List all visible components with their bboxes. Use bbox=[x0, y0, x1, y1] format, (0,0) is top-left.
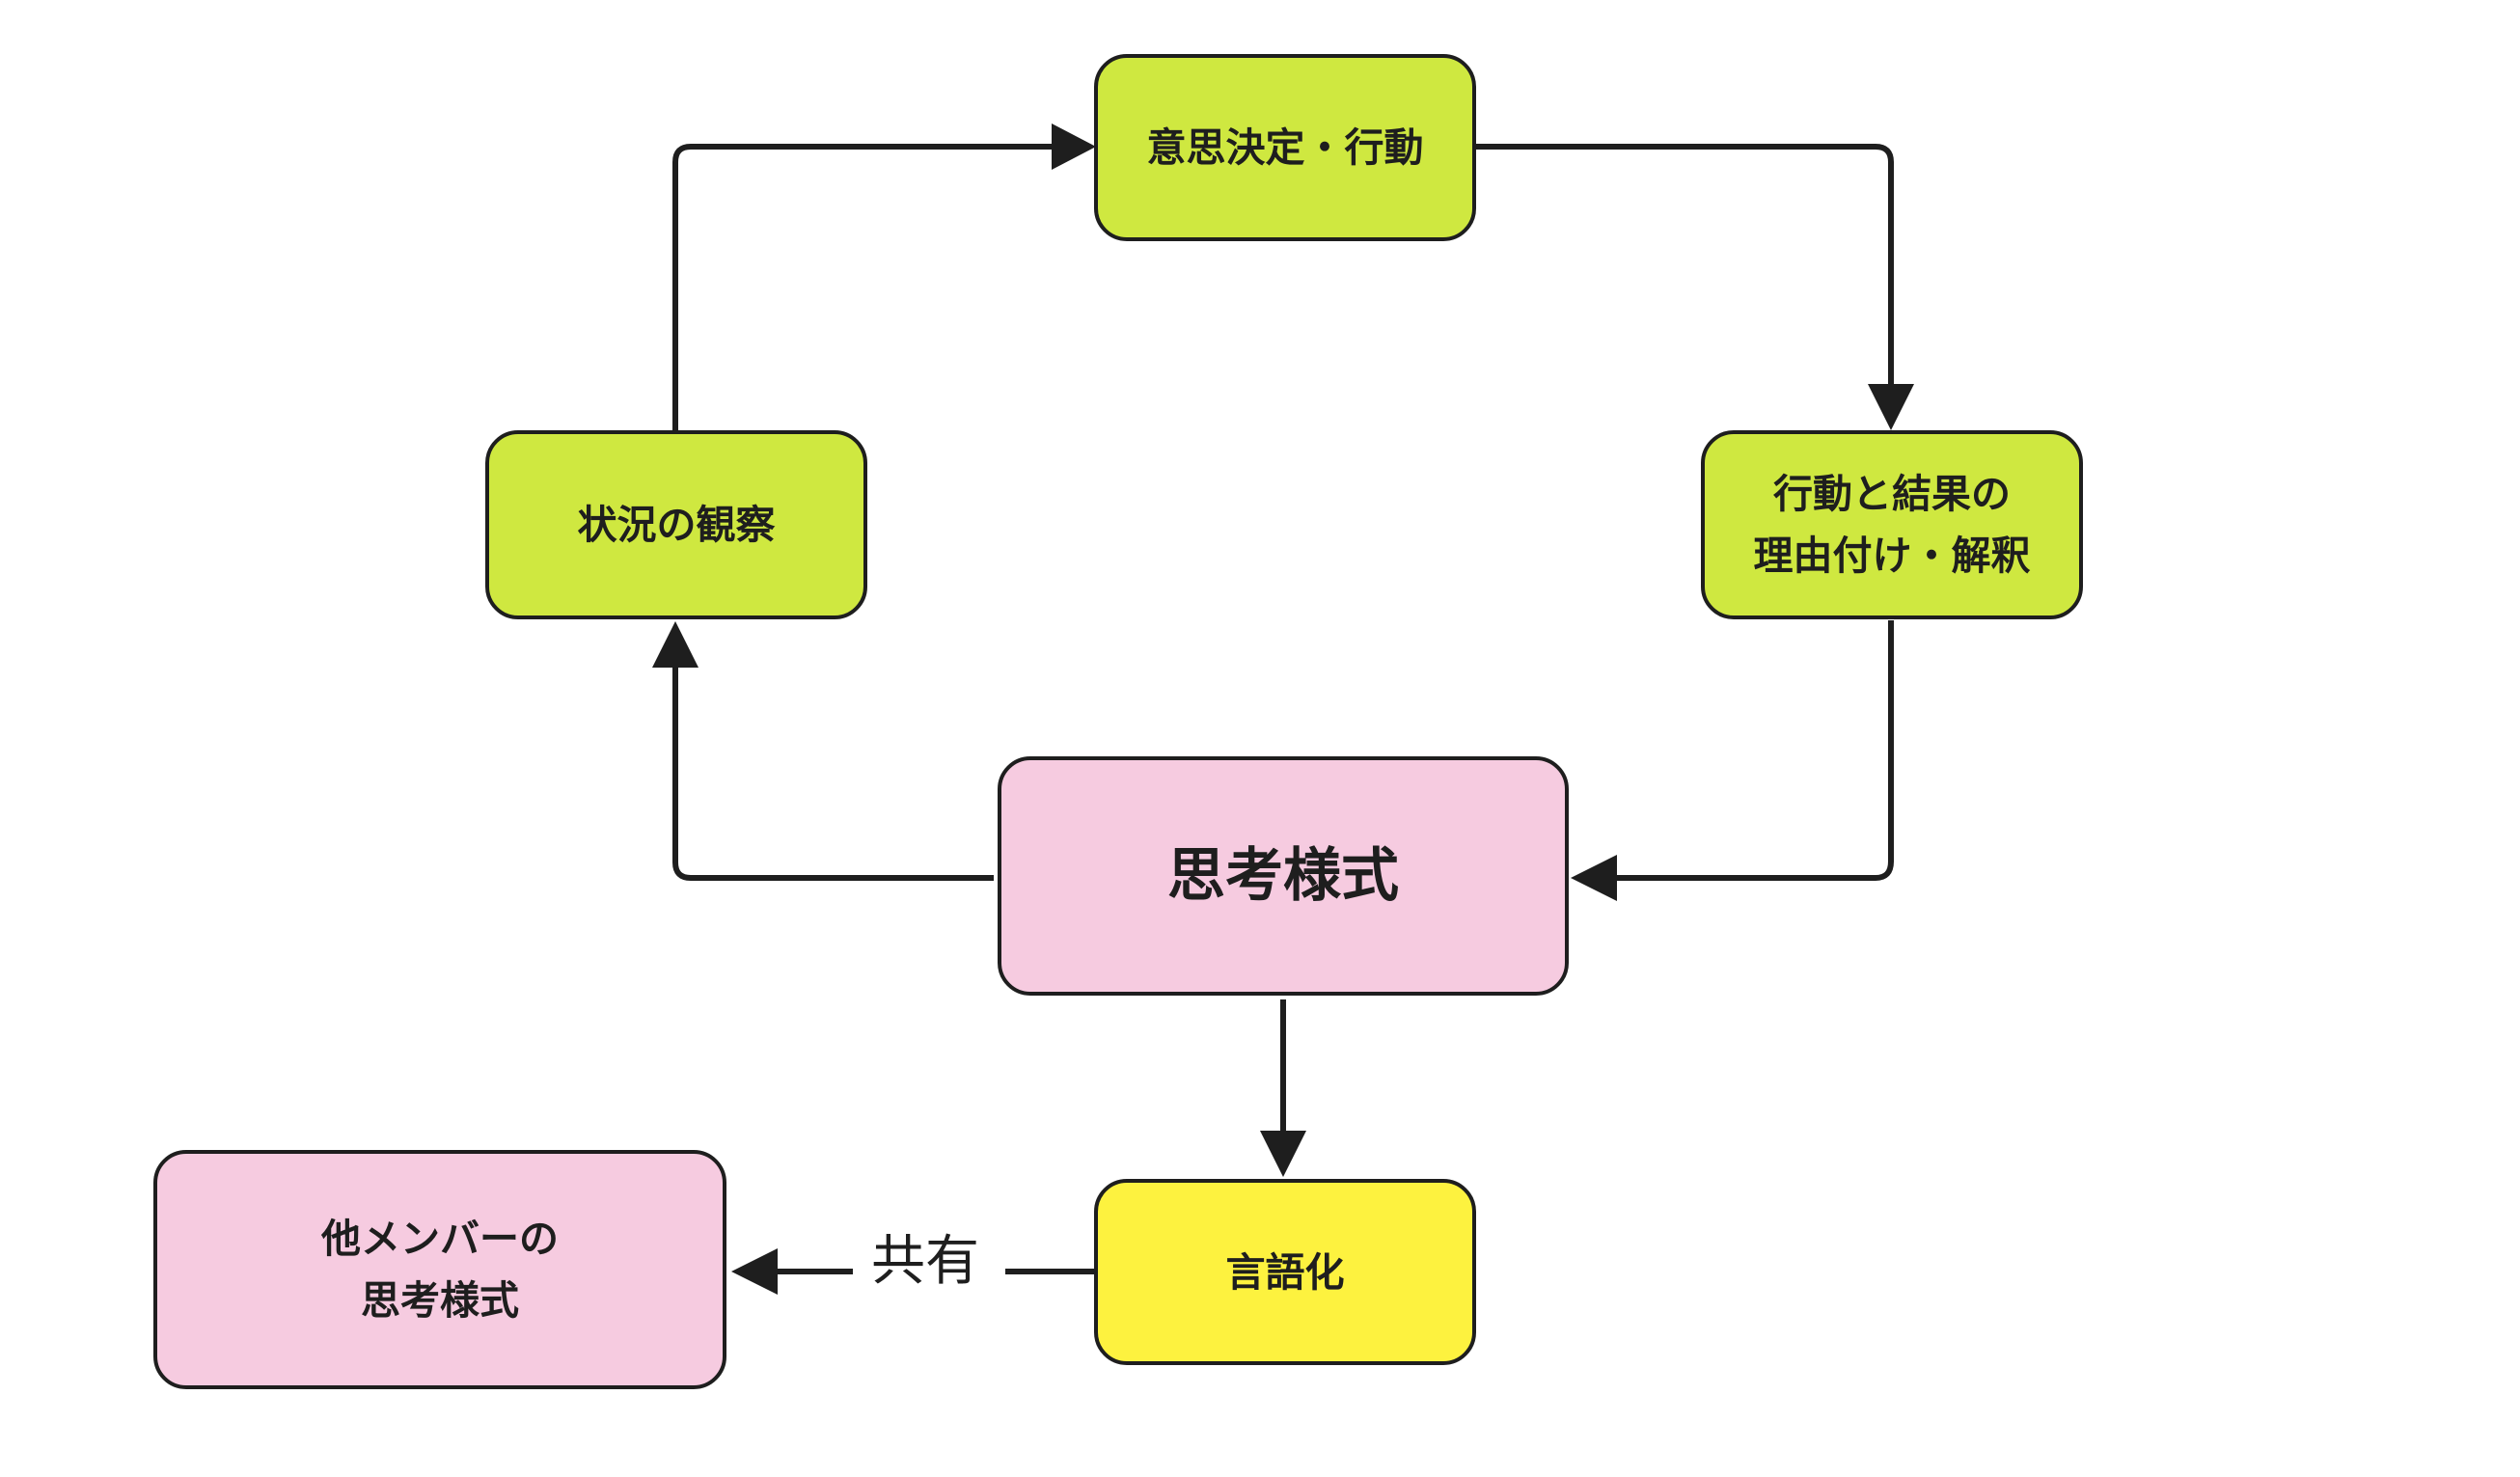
edge-interpretation-to-thinking-style bbox=[1617, 620, 1894, 881]
arrowhead-into-others-thinking-style bbox=[731, 1248, 778, 1295]
node-situation-observation: 状況の観察 bbox=[485, 430, 867, 619]
edge-observation-to-decision bbox=[672, 144, 1052, 432]
arrowhead-into-thinking-style bbox=[1571, 855, 1617, 901]
arrowhead-into-interpretation bbox=[1868, 384, 1914, 430]
node-others-thinking-style-label: 他メンバーの 思考様式 bbox=[321, 1216, 559, 1324]
node-verbalization: 言語化 bbox=[1094, 1179, 1476, 1365]
arrowhead-into-decision bbox=[1052, 123, 1096, 170]
edge-label-share: 共有 bbox=[871, 1230, 979, 1293]
edge-decision-to-interpretation bbox=[1476, 144, 1894, 384]
node-interpretation: 行動と結果の 理由付け・解釈 bbox=[1701, 430, 2083, 619]
node-thinking-style: 思考様式 bbox=[998, 756, 1569, 996]
node-interpretation-label: 行動と結果の 理由付け・解釈 bbox=[1753, 471, 2031, 579]
edge-thinking-style-to-observation bbox=[672, 668, 994, 881]
arrowhead-into-observation bbox=[652, 621, 698, 668]
arrowhead-into-verbalization bbox=[1260, 1131, 1306, 1177]
node-others-thinking-style: 他メンバーの 思考様式 bbox=[153, 1150, 726, 1389]
node-decision-action: 意思決定・行動 bbox=[1094, 54, 1476, 241]
node-thinking-style-label: 思考様式 bbox=[1167, 842, 1399, 910]
node-verbalization-label: 言語化 bbox=[1225, 1248, 1345, 1296]
node-situation-observation-label: 状況の観察 bbox=[577, 502, 776, 548]
node-decision-action-label: 意思決定・行動 bbox=[1146, 124, 1424, 171]
